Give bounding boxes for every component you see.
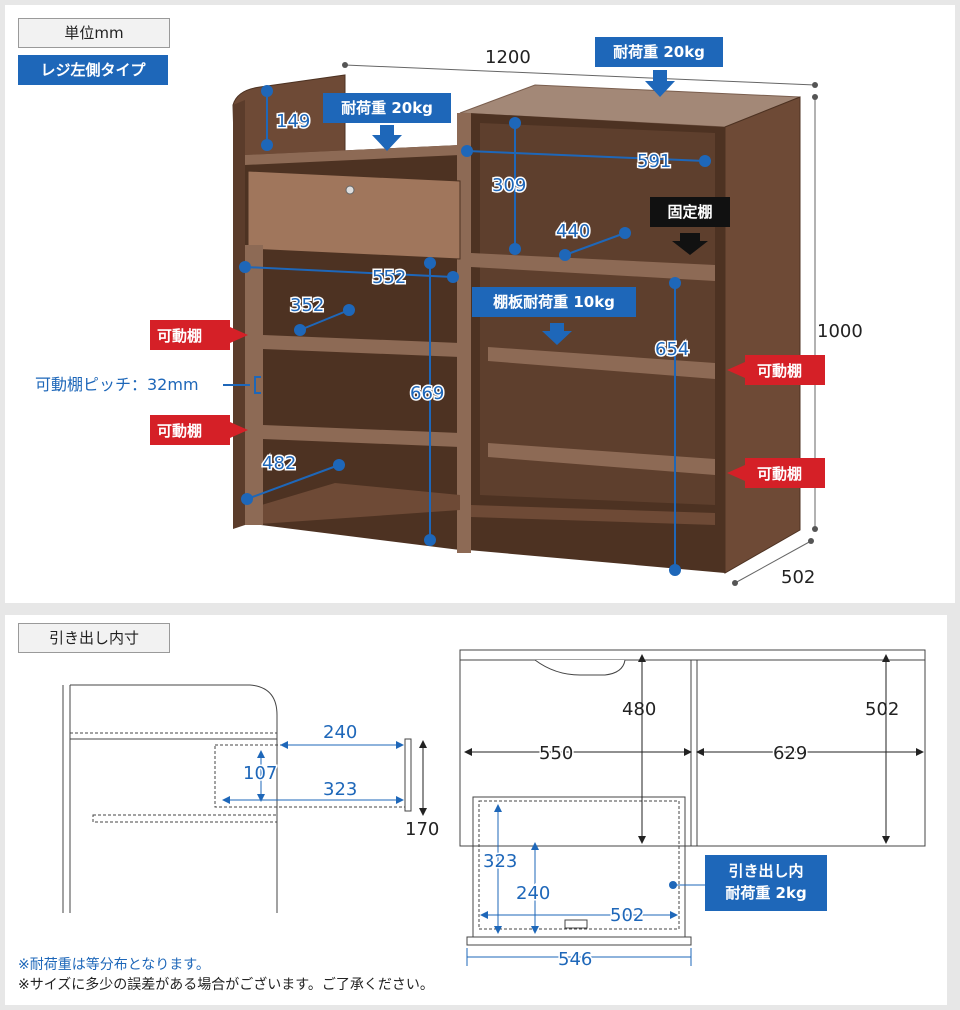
drawer-dimensions-panel: 引き出し内寸 240 107 323 170 — [5, 615, 947, 1005]
plan-right-width: 629 — [773, 743, 807, 764]
movable-shelf-arrow-right-1-icon — [727, 355, 825, 385]
drawer-load-label: 引き出し内 耐荷重 2kg — [705, 855, 827, 911]
furniture-diagram-panel: 単位mm レジ左側タイプ — [5, 5, 955, 603]
drawer-side-length: 323 — [323, 779, 357, 800]
shelf-load-label: 棚板耐荷重 10kg — [472, 287, 636, 317]
plan-front-depth: 480 — [622, 699, 656, 720]
dim-right-upper-depth: 440 — [556, 221, 590, 242]
fixed-shelf-arrow-icon — [672, 233, 708, 255]
dim-left-inner-width: 552 — [372, 267, 406, 288]
dim-right-lower-height: 654 — [655, 339, 689, 360]
side-section-outline — [62, 684, 278, 913]
dim-left-bottom-depth: 482 — [262, 453, 296, 474]
load-label-top: 耐荷重 20kg — [595, 37, 723, 67]
dim-left-shelf-depth: 352 — [290, 295, 324, 316]
left-shelf-1 — [263, 335, 460, 357]
movable-shelf-label-right-1: 可動棚 — [757, 362, 802, 380]
dim-right-upper-height: 309 — [492, 175, 526, 196]
pitch-label: 可動棚ピッチ：32mm — [35, 375, 199, 394]
dim-left-lower-height: 669 — [410, 383, 444, 404]
fixed-shelf — [471, 253, 715, 281]
plan-drawer-outer-width: 546 — [558, 949, 592, 970]
movable-shelf-label-left-1: 可動棚 — [157, 327, 202, 345]
shelf-load-arrow-icon — [542, 323, 572, 345]
drawer-front — [247, 170, 461, 260]
dim-upper-shelf-height: 149 — [276, 111, 310, 132]
note-2: ※サイズに多少の誤差がある場合がございます。ご了承ください。 — [18, 976, 434, 993]
movable-shelf-arrow-right-2-icon — [727, 458, 825, 488]
pitch-bracket — [223, 376, 261, 394]
drawer-title: 引き出し内寸 — [18, 623, 170, 653]
right-shelf-2 — [488, 443, 715, 475]
dim-right-inner-width: 591 — [637, 151, 671, 172]
drawer-load-line-2: 耐荷重 2kg — [725, 884, 807, 902]
note-1: ※耐荷重は等分布となります。 — [18, 956, 210, 973]
movable-shelf-arrow-left-1-icon — [150, 320, 248, 350]
right-side-panel — [724, 96, 801, 574]
drawer-outer-height: 170 — [405, 819, 439, 840]
dim-height: 1000 — [817, 321, 863, 342]
drawer-side-height: 107 — [243, 763, 277, 784]
plan-outline — [459, 649, 926, 847]
plan-right-depth: 502 — [865, 699, 899, 720]
middle-divider — [457, 113, 471, 553]
load-label-left: 耐荷重 20kg — [323, 93, 451, 123]
dim-width: 1200 — [485, 47, 531, 68]
drawer-side-depth: 240 — [323, 722, 357, 743]
right-shelf-1 — [488, 347, 715, 379]
movable-shelf-arrow-left-2-icon — [150, 415, 248, 445]
unit-label: 単位mm — [18, 18, 170, 48]
left-shelf-2 — [263, 425, 460, 447]
drawer-lock-icon — [345, 185, 355, 195]
plan-left-width: 550 — [539, 743, 573, 764]
plan-drawer-depth: 323 — [483, 851, 517, 872]
type-label: レジ左側タイプ — [18, 55, 168, 85]
movable-shelf-label-left-2: 可動棚 — [157, 422, 202, 440]
load-arrow-top-icon — [645, 70, 675, 97]
left-side-panel — [233, 100, 245, 529]
plan-drawer-width: 502 — [610, 905, 644, 926]
movable-shelf-label-right-2: 可動棚 — [757, 465, 802, 483]
fixed-shelf-label: 固定棚 — [650, 197, 730, 227]
plan-drawer-depth2: 240 — [516, 883, 550, 904]
drawer-load-line-1: 引き出し内 — [728, 862, 804, 880]
drawer-svg: 240 107 323 170 480 550 629 502 323 240 … — [18, 649, 926, 993]
dim-depth: 502 — [781, 567, 815, 588]
load-arrow-left-icon — [372, 125, 402, 151]
